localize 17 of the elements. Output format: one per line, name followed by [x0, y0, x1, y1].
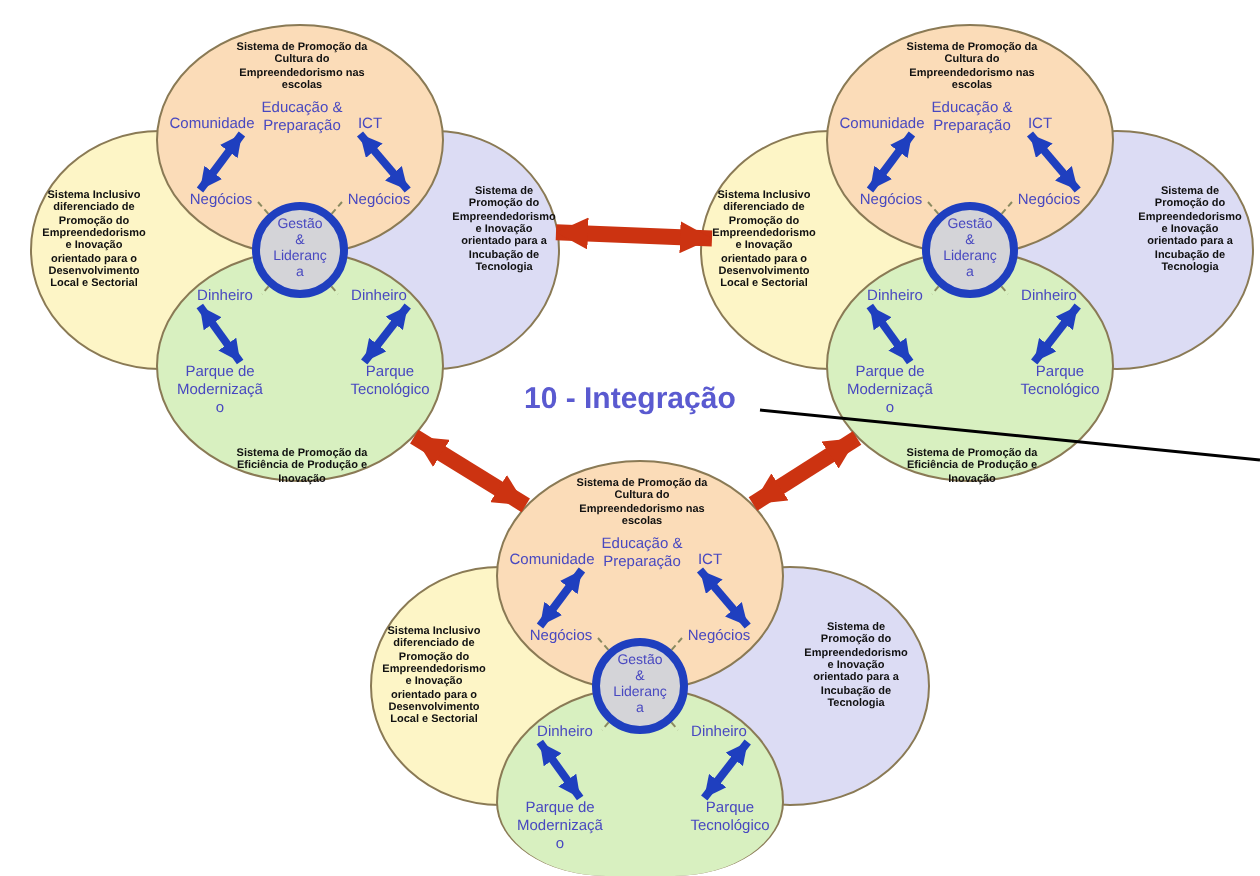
double-arrow [866, 303, 914, 365]
double-arrow [696, 567, 751, 629]
double-arrow [701, 739, 751, 801]
double-arrow [356, 131, 411, 193]
double-arrow [361, 303, 411, 365]
double-arrow [866, 131, 916, 193]
double-arrow [536, 739, 584, 801]
heading: 10 - Integração [524, 380, 760, 420]
double-arrow [196, 131, 246, 193]
double-arrow [196, 303, 244, 365]
connector-line [759, 408, 1260, 462]
double-arrow [1031, 303, 1081, 365]
double-arrow [555, 217, 713, 254]
double-arrow [536, 567, 586, 629]
double-arrow [748, 431, 862, 511]
double-arrow [1026, 131, 1081, 193]
double-arrow [410, 429, 530, 513]
